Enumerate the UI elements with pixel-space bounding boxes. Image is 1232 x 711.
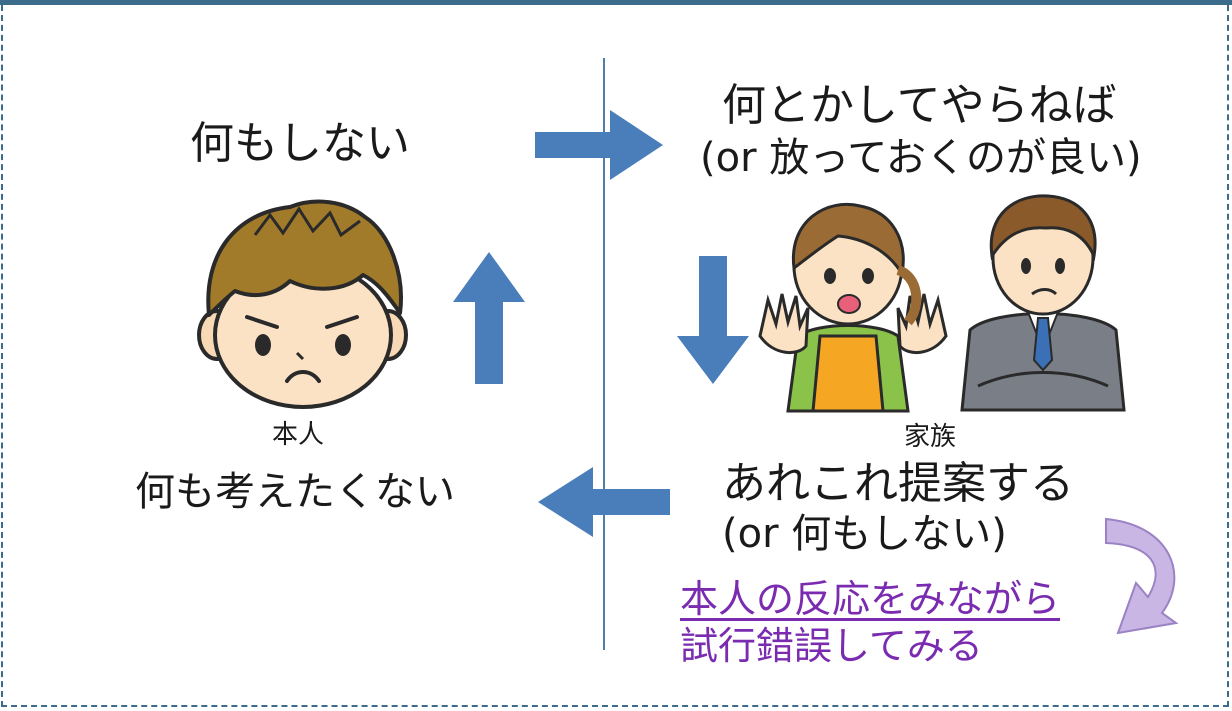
family-label: 家族 [904, 422, 957, 452]
right-arrow-icon [535, 110, 663, 180]
left-arrow-icon [538, 467, 670, 537]
right-bottom-line2: (or 何もしない) [722, 511, 1007, 557]
person-label: 本人 [272, 420, 325, 450]
center-divider [603, 58, 605, 650]
top-bar [0, 0, 1232, 5]
right-bottom-line1: あれこれ提案する [722, 458, 1074, 509]
note-line2: 試行錯誤してみる [680, 624, 983, 668]
boy-face-icon [197, 199, 408, 409]
mother-figure-icon [758, 202, 948, 413]
right-top-line1: 何とかしてやらねば [722, 80, 1117, 131]
right-top-line2: (or 放っておくのが良い) [700, 135, 1142, 181]
down-arrow-icon [677, 256, 749, 384]
up-arrow-icon [453, 252, 525, 384]
left-top-text: 何もしない [190, 118, 410, 169]
dashed-border [1, 5, 1229, 707]
note-line1: 本人の反応をみながら [680, 577, 1061, 621]
father-figure-icon [960, 194, 1126, 412]
left-bottom-text: 何も考えたくない [135, 469, 455, 515]
curved-arrow-icon [1105, 517, 1179, 635]
